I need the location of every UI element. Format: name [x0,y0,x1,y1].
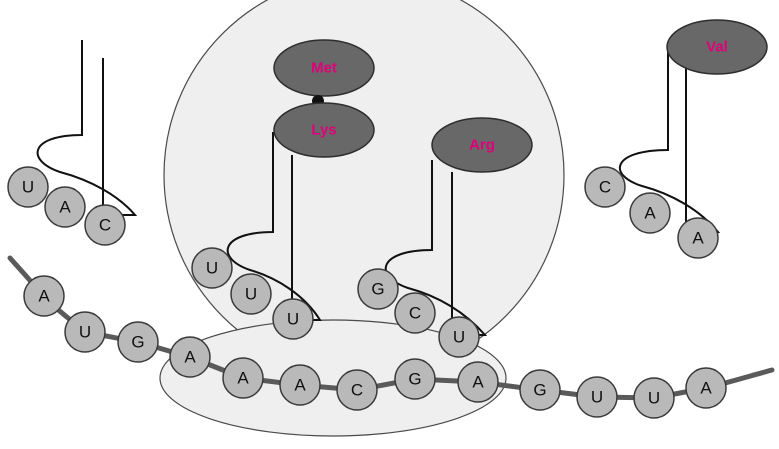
mrna-base-circle [222,357,264,399]
mrna-base-circle [519,369,561,411]
anticodon-lys: U U U [191,247,314,340]
anticodon-arg: G C U [357,268,480,358]
met-label: Met [311,60,337,77]
mrna-base-circle [117,321,159,363]
base-label: C [99,216,111,235]
mrna-base-circle [685,367,727,409]
mrna-base-circle [457,361,499,403]
base-label: U [206,259,218,278]
mrna-base-label: G [131,333,144,352]
base-label: C [599,178,611,197]
base-label: U [22,178,34,197]
base-circle [584,166,626,208]
base-label: A [59,198,71,217]
mrna-base-label: C [351,381,363,400]
mrna-base-circle [576,376,618,418]
base-circle [272,298,314,340]
base-circle [7,166,49,208]
mrna-base-circle [169,336,211,378]
mrna-base-label: A [237,369,249,388]
anticodon-left: U A C [7,166,126,246]
base-circle [677,217,719,259]
base-label: U [453,328,465,347]
mrna-base-label: A [38,287,50,306]
base-label: A [692,229,704,248]
lys-label: Lys [311,122,336,139]
base-circle [191,247,233,289]
mrna-base-label: G [533,381,546,400]
base-label: U [245,285,257,304]
trna-lys [226,132,322,321]
base-label: C [409,304,421,323]
trna-left [36,40,138,216]
mrna-base-circle [279,364,321,406]
base-circle [438,316,480,358]
mrna-base-circle [394,358,436,400]
mrna-base-label: A [472,373,484,392]
lys-oval [273,102,375,158]
arg-oval [431,117,533,173]
arg-label: Arg [469,137,495,154]
mrna-base-label: A [184,348,196,367]
mrna-base-label: U [79,323,91,342]
base-label: A [644,204,656,223]
base-label: G [371,280,384,299]
met-oval [273,39,375,97]
mrna-base-label: A [294,376,306,395]
base-circle [629,192,671,234]
mrna-base-label: A [700,379,712,398]
mrna-base-circle [633,377,675,419]
mrna-base-circle [64,311,106,353]
mrna-bases: A U G A A A C G A G U U A [23,275,727,419]
mrna-base-label: G [408,370,421,389]
mrna-base-label: U [648,389,660,408]
ribosome-small-subunit [159,319,507,437]
mrna-base-circle [336,369,378,411]
val-label: Val [706,39,728,56]
base-circle [44,186,86,228]
base-label: U [287,310,299,329]
base-circle [230,273,272,315]
mrna-base-label: U [591,388,603,407]
anticodon-val: C A A [584,166,719,259]
mrna-base-circle [23,275,65,317]
val-oval [666,19,768,75]
base-circle [394,292,436,334]
base-circle [357,268,399,310]
base-circle [84,204,126,246]
